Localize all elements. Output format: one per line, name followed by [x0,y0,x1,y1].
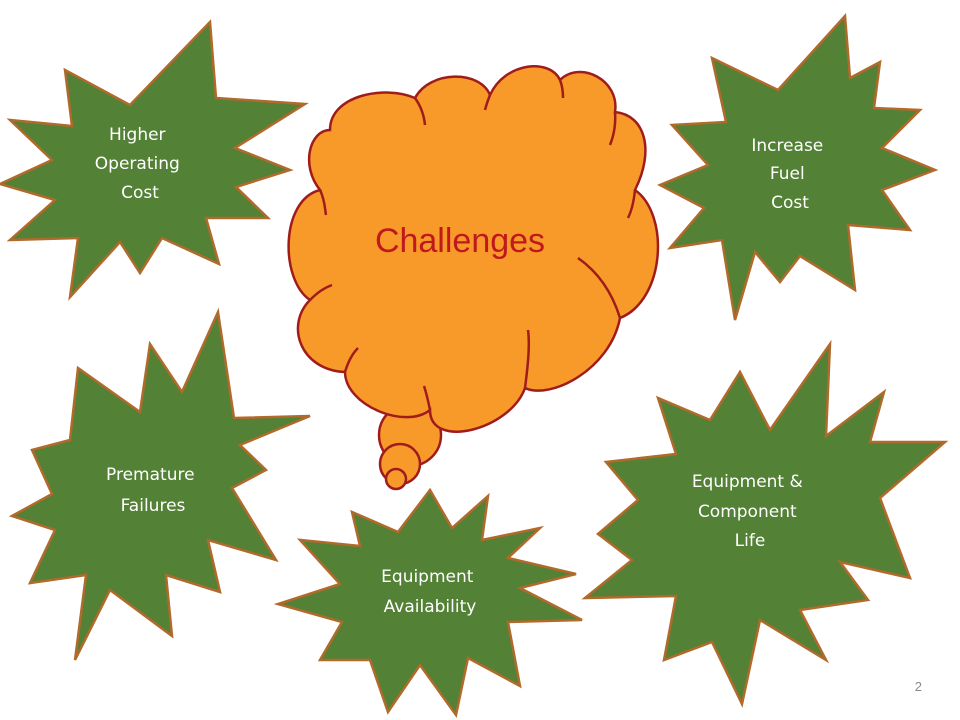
center-label: Challenges [375,222,545,260]
cloud-fold [343,347,359,373]
cloud-fold [318,189,328,216]
cloud-fold [413,97,427,126]
cloud-fold [422,385,432,411]
burst-label: Premature Failures [106,465,200,516]
cloud-fold [558,79,565,99]
cloud-fold [483,94,492,111]
burst-label: Equipment Availability [381,567,479,617]
burst-premature-failures: Premature Failures [8,307,311,661]
burst-label: Higher Operating Cost [95,125,185,203]
burst-shape [273,487,583,719]
cloud-fold [608,111,617,146]
burst-label: Equipment & Component Life [692,472,808,551]
cloud-fold [309,283,333,301]
burst-equipment-availability: Equipment Availability [273,487,583,719]
burst-equipment-component-life: Equipment & Component Life [581,339,949,708]
burst-higher-operating-cost: Higher Operating Cost [0,19,309,301]
cloud-fold [523,329,531,389]
burst-increase-fuel-cost: Increase Fuel Cost [657,13,939,321]
burst-shape [657,13,939,321]
burst-shape [581,339,949,708]
burst-label: Increase Fuel Cost [751,136,828,213]
cloud-shape [287,65,660,433]
thought-bubble-small [384,467,408,491]
burst-shape [8,307,311,661]
challenges-cloud: Challenges [287,65,660,433]
cloud-fold [577,256,622,319]
thought-bubbles [377,402,443,491]
burst-shape [0,19,309,301]
page-number: 2 [914,679,922,694]
cloud-fold [626,189,637,219]
